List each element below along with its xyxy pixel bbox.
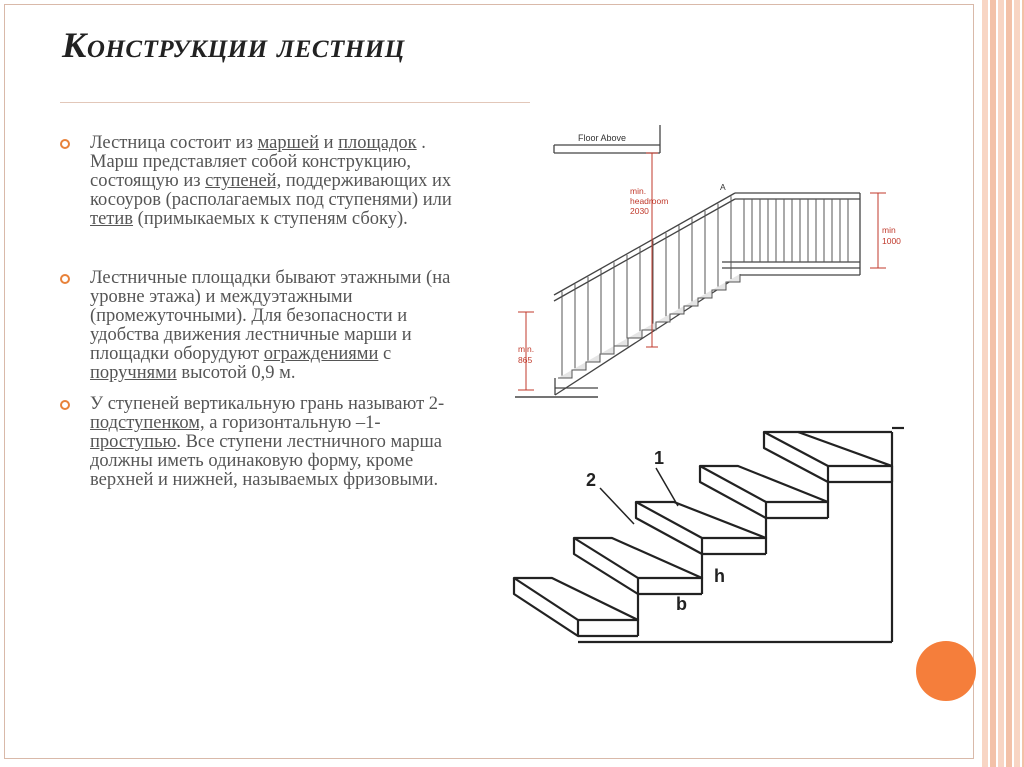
bullet-term-underlined: тетив xyxy=(90,209,134,229)
stair-step-diagram: 1 2 h b xyxy=(512,426,904,644)
bullet-text-segment: поддерживающих их косоуров (располагаемы… xyxy=(90,171,452,210)
stair-steps-outline xyxy=(558,274,741,379)
bullet-text-segment: и xyxy=(319,133,339,153)
label-width-b: b xyxy=(676,594,687,614)
bullet-term-underlined: ступеней, xyxy=(205,171,282,191)
bullet-text-segment: с xyxy=(378,344,392,364)
bullet-text-segment: высотой 0,9 м. xyxy=(176,363,296,383)
bullet-text: Лестничные площадки бывают этажными (на … xyxy=(90,268,450,383)
bullet-term-underlined: подступенком, xyxy=(90,413,205,433)
bullet-text: У ступеней вертикальную грань называют 2… xyxy=(90,394,444,490)
bullet-term-underlined: площадок xyxy=(338,133,417,153)
bullet-term-underlined: поручнями xyxy=(90,363,177,383)
bullet-item: Лестница состоит из маршей и площадок . … xyxy=(58,134,458,229)
label-height-h: h xyxy=(714,566,725,586)
bullet-text-segment: У ступеней вертикальную грань называют 2… xyxy=(90,394,445,414)
decorative-orange-circle xyxy=(916,641,976,701)
title-underline xyxy=(60,102,530,103)
slide-title: Конструкции лестниц xyxy=(62,25,405,65)
headroom-label-line3: 2030 xyxy=(630,206,649,216)
bullet-item: У ступеней вертикальную грань называют 2… xyxy=(58,395,458,490)
bullet-ring-icon xyxy=(60,400,70,410)
decorative-stripes xyxy=(982,0,1024,767)
bullet-term-underlined: проступью xyxy=(90,432,177,452)
stair-railing-diagram: Floor Above min. headroom 2030 A min 100… xyxy=(515,125,901,398)
bullet-text-segment: Лестничные площадки бывают этажными (на … xyxy=(90,268,451,364)
label-tread-1: 1 xyxy=(654,448,664,468)
slide-frame xyxy=(4,4,974,759)
headroom-label-line1: min. xyxy=(630,186,646,196)
low-rail-min-label-line2: 865 xyxy=(518,355,532,365)
bullet-ring-icon xyxy=(60,139,70,149)
headroom-label-line2: headroom xyxy=(630,196,668,206)
floor-above-label: Floor Above xyxy=(578,133,626,143)
rail-min-label-line2: 1000 xyxy=(882,236,901,246)
bullet-ring-icon xyxy=(60,274,70,284)
bullet-term-underlined: маршей xyxy=(257,133,319,153)
bullet-term-underlined: ограждениями xyxy=(263,344,379,364)
bullet-text: Лестница состоит из маршей и площадок . … xyxy=(90,133,452,229)
bullet-item: Лестничные площадки бывают этажными (на … xyxy=(58,269,458,383)
label-riser-2: 2 xyxy=(586,470,596,490)
bullet-text-segment: (примыкаемых к ступеням сбоку). xyxy=(133,209,408,229)
point-a-label: A xyxy=(720,182,726,192)
bullet-list: Лестница состоит из маршей и площадок . … xyxy=(58,134,458,490)
bullet-text-segment: . Все ступени лестничного марша должны и… xyxy=(90,432,442,490)
bullet-text-segment: а горизонтальную –1- xyxy=(204,413,381,433)
rail-min-label-line1: min xyxy=(882,225,896,235)
baluster-group xyxy=(561,196,849,376)
low-rail-min-label-line1: min. xyxy=(518,344,534,354)
bullet-text-segment: . Марш представляет собой конструкцию, с… xyxy=(90,133,426,191)
bullet-text-segment: Лестница состоит из xyxy=(90,133,258,153)
